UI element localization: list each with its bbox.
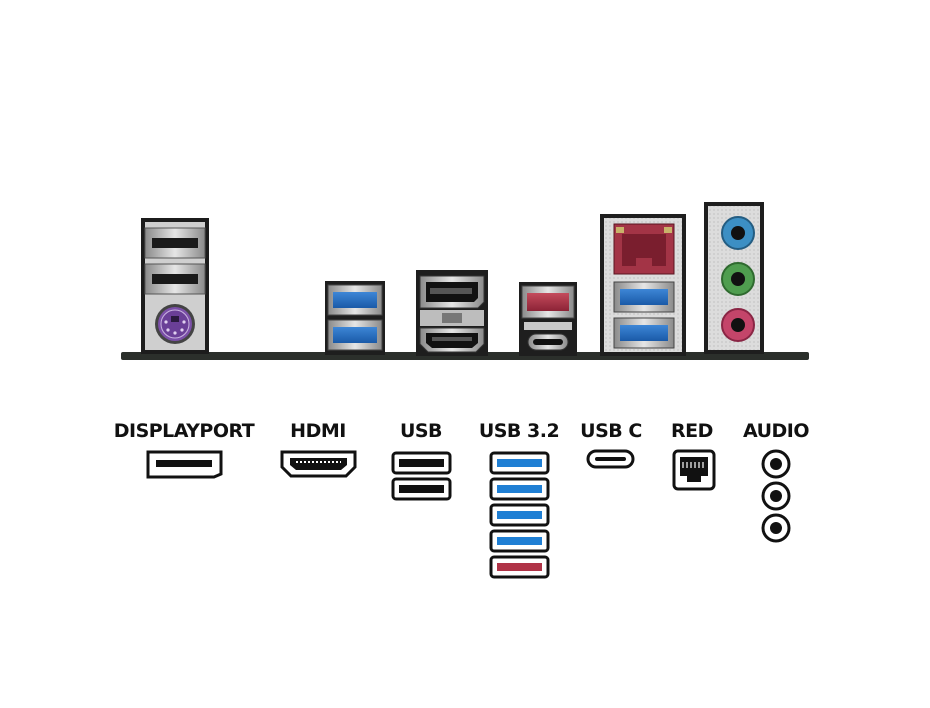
audio-jack-icon — [761, 481, 791, 511]
rear-io-illustration — [121, 202, 809, 360]
usb32-blue-icon — [489, 529, 550, 553]
port-legend: DISPLAYPORT HDMI USB USB 3.2 USB C RED A… — [0, 400, 930, 708]
usb32-blue-icon — [489, 451, 550, 475]
label-usb32: USB 3.2 — [478, 420, 560, 442]
usb32-blue-stack — [325, 281, 385, 355]
ethernet-icon — [672, 449, 716, 491]
usbc-icon — [586, 449, 635, 469]
dp-hdmi-stack — [416, 270, 488, 356]
displayport-icon — [146, 450, 223, 479]
usb-red-usbc-stack — [519, 282, 577, 356]
label-displayport: DISPLAYPORT — [113, 420, 255, 442]
rear-io-panel — [121, 202, 809, 360]
audio-stack — [704, 202, 764, 354]
lan-usb32-stack — [600, 214, 686, 356]
label-hdmi: HDMI — [290, 420, 346, 442]
audio-jack-icon — [761, 513, 791, 543]
usb32-blue-icon — [489, 477, 550, 501]
label-audio: AUDIO — [742, 420, 810, 442]
usb2-ps2-stack — [141, 218, 209, 354]
label-usbc: USB C — [580, 420, 642, 442]
legend-icons — [146, 449, 791, 579]
hdmi-icon — [280, 450, 357, 478]
usb-icon — [391, 451, 452, 475]
audio-jack-icon — [761, 449, 791, 479]
label-usb: USB — [399, 420, 443, 442]
usb32-blue-icon — [489, 503, 550, 527]
usb-icon — [391, 477, 452, 501]
label-red: RED — [671, 420, 713, 442]
usb32-red-icon — [489, 555, 550, 579]
